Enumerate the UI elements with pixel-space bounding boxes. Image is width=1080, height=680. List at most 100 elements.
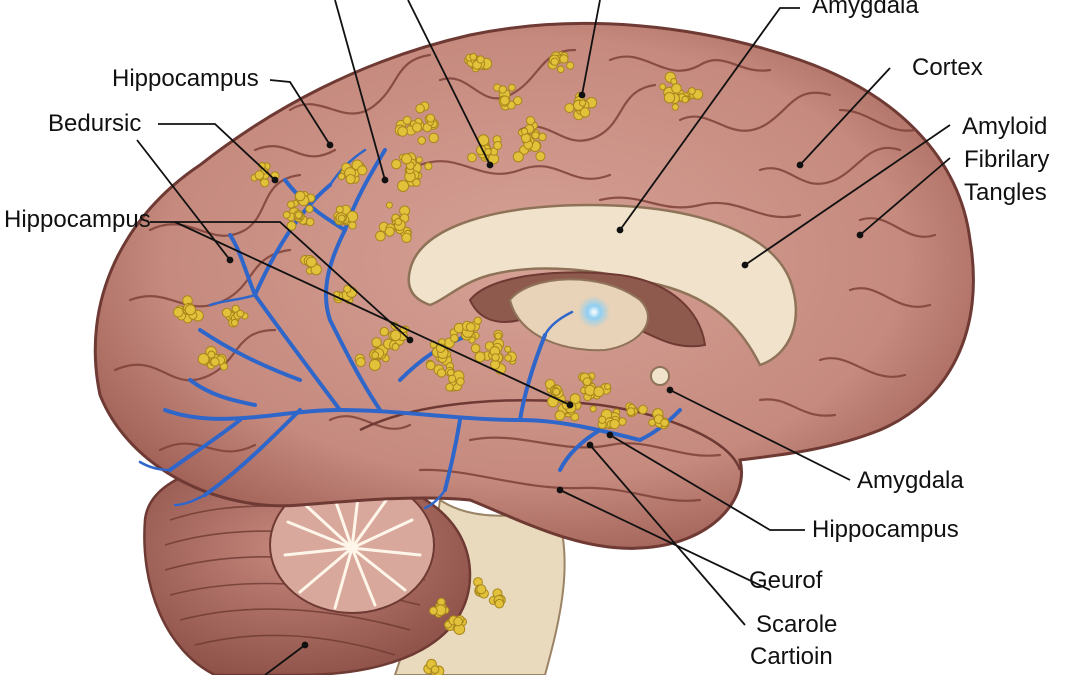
leader-dot xyxy=(556,486,564,494)
amyloid-plaque xyxy=(569,393,581,405)
amyloid-plaque xyxy=(415,156,423,164)
amyloid-plaque xyxy=(671,83,682,94)
amyloid-plaque xyxy=(394,217,403,226)
leader-dot xyxy=(406,336,414,344)
amyloid-plaque xyxy=(412,178,421,187)
amyloid-plaque xyxy=(660,418,669,428)
amyloid-plaque xyxy=(465,322,476,332)
leader-line xyxy=(174,221,571,406)
amyloid-plaque xyxy=(184,304,196,316)
label-fibrilary: Fibrilary xyxy=(964,146,1050,173)
amyloid-plaque xyxy=(484,148,492,156)
amyloid-plaque xyxy=(436,368,447,378)
amyloid-plaque xyxy=(467,152,477,163)
label-geurof: Geurof xyxy=(749,567,823,594)
amyloid-plaque xyxy=(504,345,512,353)
amyloid-plaque xyxy=(498,85,507,94)
amyloid-plaque xyxy=(428,132,439,144)
leader-line xyxy=(859,157,951,236)
amyloid-plaques xyxy=(173,51,704,680)
leader-dot xyxy=(666,386,674,394)
amyloid-plaque xyxy=(260,178,270,188)
amyloid-plaque xyxy=(305,217,315,227)
amyloid-plaque xyxy=(230,318,239,327)
label-amygdala-top: Amygdala xyxy=(812,0,919,19)
label-cortex: Cortex xyxy=(912,54,983,81)
amyloid-plaque xyxy=(520,133,531,144)
amyloid-plaque xyxy=(371,351,380,360)
amyloid-plaque xyxy=(681,95,690,104)
leader-dot xyxy=(301,641,309,649)
amyloid-plaque xyxy=(476,584,487,595)
amyloid-plaque xyxy=(305,204,314,214)
amyloid-plaque xyxy=(593,386,605,398)
amyloid-plaque xyxy=(355,357,366,368)
amyloid-plaque xyxy=(476,55,485,64)
amyloid-plaque xyxy=(411,122,423,133)
amyloid-plaque xyxy=(429,606,438,616)
amyloid-plaque xyxy=(425,360,436,371)
amyloid-plaque xyxy=(504,354,512,362)
label-tangles: Tangles xyxy=(964,179,1047,206)
leader-dot xyxy=(271,176,279,184)
amyloid-plaque xyxy=(538,132,547,142)
amyloid-plaque xyxy=(609,418,620,430)
leader-line xyxy=(407,0,491,166)
amyloid-plaque xyxy=(493,141,503,150)
amyloid-plaque xyxy=(604,383,612,391)
leader-dot xyxy=(856,231,864,239)
amyloid-plaque xyxy=(210,357,220,367)
label-amygdala-right: Amygdala xyxy=(857,467,964,494)
amyloid-plaque xyxy=(663,92,676,104)
amyloid-plaque xyxy=(294,211,303,219)
leader-line xyxy=(609,434,805,531)
amyloid-plaque xyxy=(535,151,546,162)
amyloid-plaque xyxy=(579,99,587,107)
amyloid-plaque xyxy=(371,337,382,348)
amyloid-plaque xyxy=(688,87,696,95)
leader-line xyxy=(669,389,851,481)
leader-line xyxy=(150,221,411,341)
amyloid-plaque xyxy=(525,116,536,126)
amyloid-plaque xyxy=(282,211,291,219)
label-hippocampus-left: Hippocampus xyxy=(4,206,151,233)
amyloid-plaque xyxy=(453,616,463,627)
leader-line xyxy=(589,444,746,626)
leader-line xyxy=(581,0,601,96)
amyloid-plaque xyxy=(391,159,402,170)
amyloid-plaque xyxy=(564,103,575,113)
amyloid-plaque xyxy=(254,170,265,181)
amyloid-plaque xyxy=(294,190,306,202)
leader-dot xyxy=(616,226,624,234)
amyloid-plaque xyxy=(494,598,505,609)
amyloid-plaque xyxy=(286,221,297,231)
label-hippocampus-right: Hippocampus xyxy=(812,516,959,543)
amyloid-plaque xyxy=(579,107,591,118)
amyloid-plaque xyxy=(207,350,216,359)
leader-line xyxy=(744,124,951,266)
amyloid-plaque xyxy=(415,103,425,114)
leader-line xyxy=(264,644,306,676)
amyloid-plaque xyxy=(557,65,565,74)
label-scarole: Scarole xyxy=(756,611,838,638)
amyloid-plaque xyxy=(337,214,346,223)
amyloid-plaque xyxy=(470,343,481,354)
amyloid-plaque xyxy=(550,57,559,66)
leader-dot xyxy=(326,141,334,149)
amyloid-plaque xyxy=(390,329,402,342)
leader-dot xyxy=(796,161,804,169)
amyloid-plaque xyxy=(343,284,352,294)
amyloid-plaque xyxy=(401,153,413,165)
gyri xyxy=(113,48,937,502)
amyloid-plaque xyxy=(385,201,393,209)
amyloid-plaque xyxy=(221,307,232,318)
amyloid-plaque xyxy=(417,136,427,145)
leader-dot xyxy=(566,401,574,409)
amyloid-plaque xyxy=(659,83,667,91)
amyloid-plaque xyxy=(447,374,457,383)
label-bedursic: Bedursic xyxy=(48,110,142,137)
amyloid-plaque xyxy=(552,387,561,396)
amyloid-plaque xyxy=(426,113,435,123)
